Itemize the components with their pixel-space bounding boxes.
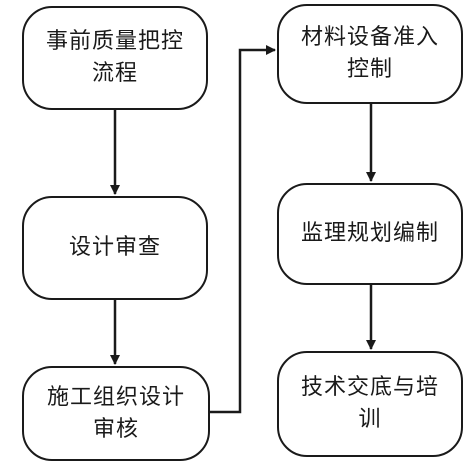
- node-construction-organization-review: 施工组织设计审核: [22, 366, 210, 461]
- node-design-review: 设计审查: [22, 196, 208, 300]
- node-label: 技术交底与培训: [300, 375, 439, 432]
- node-material-equipment-access-control: 材料设备准入控制: [277, 4, 463, 104]
- node-label: 监理规划编制: [300, 221, 439, 246]
- node-label: 设计审查: [68, 235, 161, 260]
- node-pre-quality-control-process: 事前质量把控流程: [22, 6, 208, 110]
- edge-arrow: [210, 45, 276, 414]
- node-technical-briefing-training: 技术交底与培训: [277, 351, 463, 457]
- node-label: 施工组织设计审核: [46, 384, 185, 442]
- node-supervision-planning: 监理规划编制: [277, 183, 463, 285]
- node-label: 材料设备准入控制: [300, 25, 439, 82]
- node-label: 事前质量把控流程: [45, 29, 184, 86]
